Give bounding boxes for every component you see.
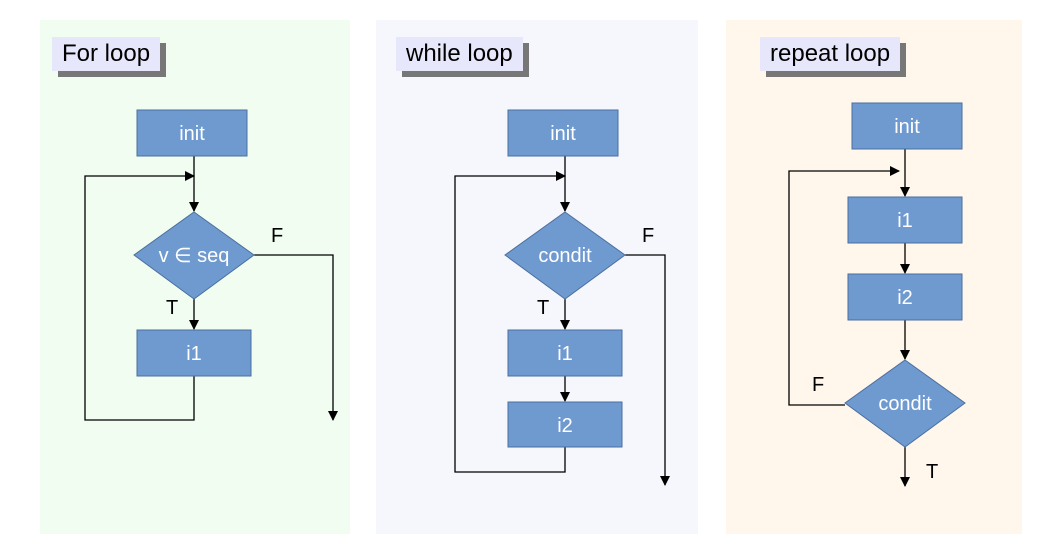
while-edge-loop-back — [454, 171, 566, 473]
while-true-label: T — [537, 297, 549, 319]
while-cond-label: condit — [538, 245, 592, 267]
repeat-loop-title: repeat loop — [760, 37, 901, 71]
while-false-label: F — [642, 225, 654, 247]
for-cond-label: v ∈ seq — [159, 245, 230, 267]
for-true-label: T — [166, 297, 178, 319]
for-edge-false-exit — [254, 254, 338, 421]
repeat-init-node — [851, 102, 963, 150]
while-body1-node — [507, 329, 623, 377]
while-body2-label: i2 — [557, 415, 573, 437]
repeat-cond-node — [844, 359, 966, 448]
repeat-body2-node — [847, 273, 963, 321]
while-body1-label: i1 — [557, 343, 573, 365]
repeat-true-label: T — [926, 461, 938, 483]
while-loop-title: while loop — [396, 37, 523, 71]
repeat-edge-loop-back — [788, 166, 900, 406]
while-body2-node — [507, 401, 623, 448]
repeat-false-label: F — [812, 374, 824, 396]
for-cond-node — [133, 211, 255, 300]
repeat-body1-label: i1 — [897, 210, 913, 232]
while-init-label: init — [550, 123, 576, 145]
for-loop-title: For loop — [52, 37, 161, 71]
while-edge-false-exit — [625, 254, 670, 486]
for-body1-node — [136, 329, 252, 377]
repeat-cond-label: condit — [878, 393, 932, 415]
for-loop-diagram — [84, 156, 338, 421]
while-init-node — [507, 109, 619, 157]
repeat-body1-node — [847, 196, 963, 244]
for-edge-loop-back — [84, 171, 195, 421]
while-cond-node — [504, 211, 626, 300]
repeat-body2-label: i2 — [897, 287, 913, 309]
while-loop-diagram — [454, 156, 670, 486]
for-init-label: init — [179, 123, 205, 145]
repeat-loop-diagram — [788, 149, 910, 487]
for-init-node — [136, 109, 248, 157]
repeat-init-label: init — [894, 116, 920, 138]
for-false-label: F — [271, 225, 283, 247]
for-body1-label: i1 — [186, 343, 202, 365]
